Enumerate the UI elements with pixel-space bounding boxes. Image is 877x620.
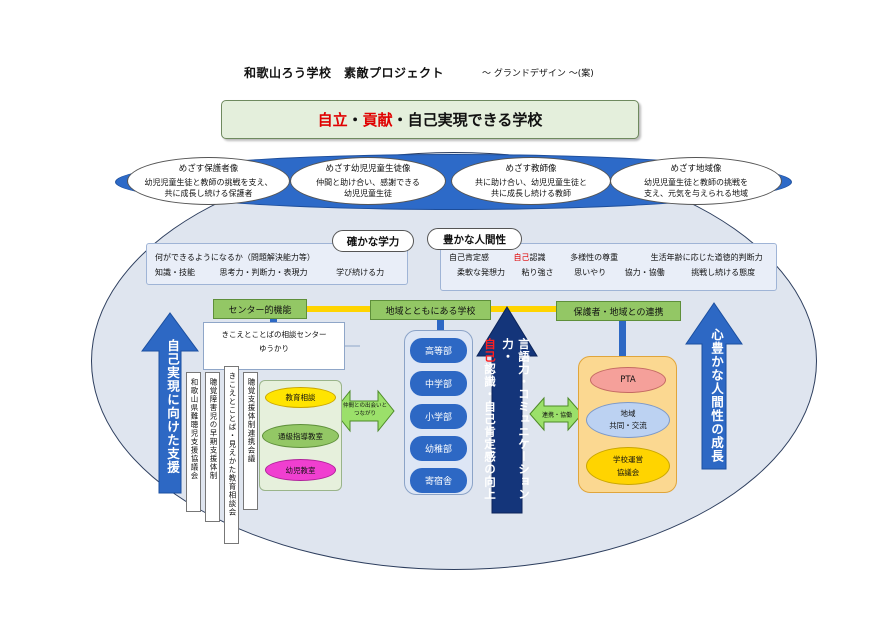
service-resource-room: 通級指導教室 — [262, 424, 339, 448]
goal-line: 幼児児童生徒と教師の挑戦を支え、 — [144, 177, 273, 187]
goal-students: めざす幼児児童生徒像 仲間と助け合い、感謝できる 幼児児童生徒 — [290, 157, 446, 205]
connector-stem — [270, 317, 277, 325]
goal-line: 幼児児童生徒と教師の挑戦を — [644, 177, 748, 187]
banner-independence: 自立 — [317, 111, 348, 129]
center-nickname: ゆうかり — [259, 344, 289, 353]
partner-community-line: 地域 — [620, 409, 636, 418]
division-junior-high: 中学部 — [410, 371, 467, 396]
right-big-arrow — [685, 302, 743, 470]
partner-community-line: 共同・交流 — [609, 421, 647, 430]
left-double-arrow — [333, 389, 395, 433]
middle-arrow-text: 言語力・コミュニケーション力・ 自己認識・自己肯定感の向上 — [483, 338, 531, 513]
partner-pta: PTA — [590, 367, 666, 393]
left-double-arrow-text: 仲間との出会いと つながり — [343, 403, 387, 417]
humanity-item: 自己肯定感 — [449, 253, 489, 262]
vertical-box-liaison: 聴覚支援体制連携会議 — [243, 372, 258, 510]
consultation-center-box: きこえとことばの相談センター ゆうかり — [203, 322, 345, 370]
goal-line: 仲間と助け合い、感謝できる — [316, 177, 420, 187]
left-arrow-text: 自己実現に向けた支援 — [165, 338, 180, 474]
humanity-item: 協力・協働 — [624, 268, 665, 277]
banner-self-realization: ・自己実現できる学校 — [392, 111, 543, 129]
vertical-box-early-support: 聴覚障害児の早期支援体制 — [205, 372, 220, 522]
page-subtitle: ～ グランドデザイン ～(案) — [482, 69, 594, 79]
humanity-item: 挑戦し続ける態度 — [691, 268, 756, 277]
vision-banner: 自立・貢献・自己実現できる学校 — [221, 100, 639, 139]
partner-council-line: 協議会 — [616, 468, 640, 477]
partner-community: 地域 共同・交流 — [586, 402, 670, 438]
right-arrow-text: 心豊かな人間性の成長 — [709, 327, 724, 463]
goal-parents: めざす保護者像 幼児児童生徒と教師の挑戦を支え、 共に成長し続ける保護者 — [127, 157, 290, 205]
community-school-label: 地域とともにある学校 — [370, 300, 491, 320]
ability-item: 知識・技能 — [155, 268, 195, 277]
goal-line: 幼児児童生徒 — [344, 188, 392, 198]
goal-teachers: めざす教師像 共に助け合い、幼児児童生徒と 共に成長し続ける教師 — [451, 157, 611, 205]
goal-title: めざす保護者像 — [178, 163, 239, 174]
academic-ability-heading: 確かな学力 — [332, 230, 414, 252]
middle-big-arrow — [476, 306, 538, 514]
center-name: きこえとことばの相談センター — [221, 330, 327, 339]
goal-community: めざす地域像 幼児児童生徒と教師の挑戦を 支え、元気を与えられる地域 — [610, 157, 782, 205]
ability-item: 学び続ける力 — [336, 268, 385, 277]
service-preschool: 幼児教室 — [265, 459, 336, 481]
goal-title: めざす地域像 — [670, 163, 722, 174]
humanity-item: 生活年齢に応じた道徳的判断力 — [650, 253, 763, 262]
partnership-label: 保護者・地域との連携 — [556, 301, 681, 321]
ability-item: 思考力・判断力・表現力 — [219, 268, 308, 277]
humanity-item: 粘り強さ — [521, 268, 554, 277]
vertical-box-consultation: きこえとことば・見えかた教育相談会 — [224, 366, 239, 544]
service-consultation: 教育相談 — [265, 387, 336, 408]
page-title: 和歌山ろう学校 素敵プロジェクト — [244, 66, 445, 80]
goal-line: 共に成長し続ける教師 — [491, 188, 571, 198]
middle-arrow-red: 自己 — [483, 338, 497, 363]
humanity-box: 自己肯定感 自己認識 多様性の尊重 生活年齢に応じた道徳的判断力 柔軟な発想力 … — [440, 243, 777, 291]
goal-title: めざす教師像 — [505, 163, 557, 174]
left-big-arrow — [141, 312, 199, 494]
humanity-item: 多様性の尊重 — [570, 253, 619, 262]
humanity-heading: 豊かな人間性 — [427, 228, 522, 250]
goal-line: 共に成長し続ける保護者 — [164, 188, 253, 198]
division-elementary: 小学部 — [410, 404, 467, 429]
division-kindergarten: 幼稚部 — [410, 436, 467, 461]
humanity-item-red: 自己 — [513, 253, 530, 262]
connector-stem — [619, 320, 626, 358]
partner-council-line: 学校運営 — [613, 455, 643, 464]
humanity-item: 思いやり — [574, 268, 607, 277]
banner-contribution: 貢献 — [362, 111, 393, 129]
banner-dot: ・ — [347, 111, 363, 129]
goal-line: 共に助け合い、幼児児童生徒と — [475, 177, 587, 187]
division-dormitory: 寄宿舎 — [410, 468, 467, 493]
middle-arrow-line: 認識・自己肯定感の向上 — [483, 363, 497, 501]
center-function-label: センター的機能 — [213, 299, 307, 319]
division-high-school: 高等部 — [410, 338, 467, 363]
vertical-box-consultation-text: きこえとことば・見えかた教育相談会 — [228, 372, 237, 517]
connector-stem — [437, 318, 444, 331]
middle-arrow-line: 言語力・コミュニケーション力・ — [501, 338, 531, 501]
right-double-arrow-text: 連携・協働 — [541, 412, 572, 419]
goal-line: 支え、元気を与えられる地域 — [644, 188, 748, 198]
vertical-box-council: 和歌山県難聴児支援協議会 — [186, 372, 201, 512]
partner-school-council: 学校運営 協議会 — [586, 447, 670, 485]
humanity-item: 認識 — [529, 253, 546, 262]
goal-title: めざす幼児児童生徒像 — [325, 163, 411, 174]
ability-line: 何ができるようになるか（問題解決能力等） — [155, 253, 315, 262]
humanity-item: 柔軟な発想力 — [457, 268, 505, 277]
